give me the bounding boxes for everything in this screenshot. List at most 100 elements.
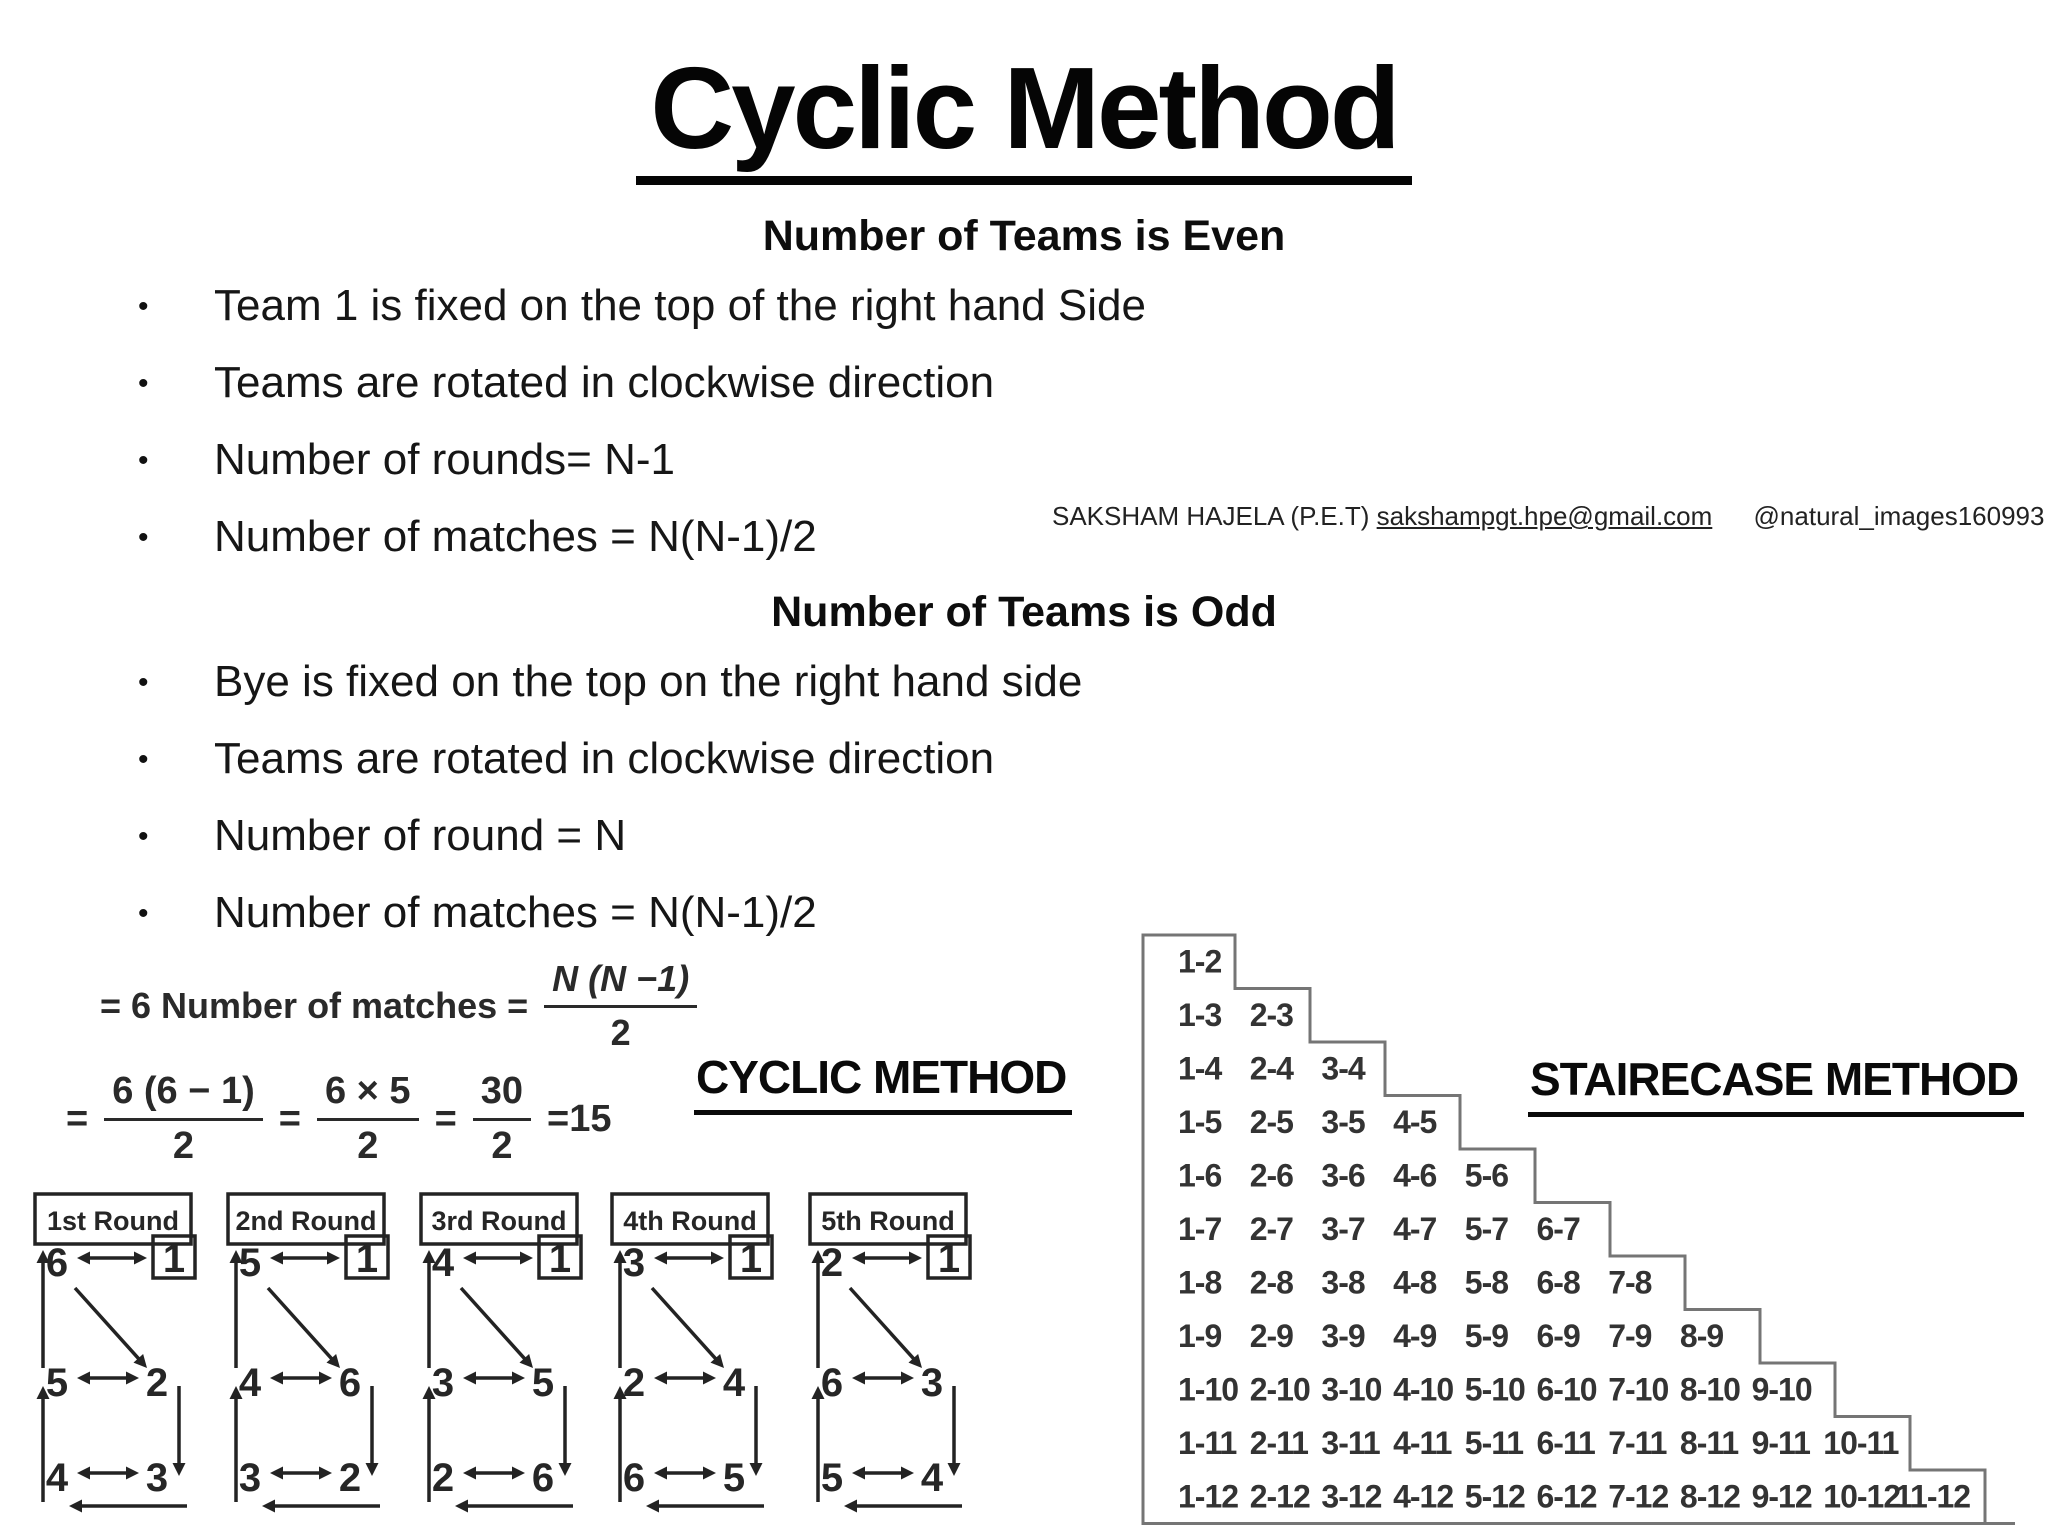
match-pair: 8-12 (1680, 1479, 1740, 1515)
team-number-bottom-left: 4 (46, 1456, 69, 1500)
team-number-mid-left: 2 (623, 1361, 645, 1405)
formula-operator: = (434, 1097, 457, 1140)
team-number-top-left: 5 (239, 1241, 261, 1285)
team-number-mid-right: 4 (723, 1361, 746, 1405)
team-number-mid-right: 5 (532, 1361, 554, 1405)
team-number-top-left: 6 (46, 1241, 68, 1285)
match-pair: 1-6 (1178, 1158, 1221, 1194)
fixed-team-number: 1 (356, 1237, 378, 1281)
fraction-numerator: 6 × 5 (316, 1070, 419, 1121)
fraction-numerator: 30 (472, 1070, 532, 1121)
bullet-item: •Number of matches = N(N-1)/2 (138, 891, 1318, 937)
team-number-bottom-right: 6 (532, 1456, 554, 1500)
team-number-mid-left: 5 (46, 1361, 68, 1405)
fraction: 6 (6 − 1)2 (104, 1070, 263, 1168)
round-title-box (808, 1192, 968, 1246)
match-pair: 7-8 (1608, 1265, 1651, 1301)
round-title-box (33, 1192, 193, 1246)
match-pair: 6-10 (1537, 1372, 1597, 1408)
bullet-text: Team 1 is fixed on the top of the right … (214, 281, 1146, 330)
match-pair: 3-8 (1321, 1265, 1364, 1301)
bullet-item: •Team 1 is fixed on the top of the right… (138, 284, 1318, 330)
match-pair: 4-5 (1393, 1104, 1436, 1140)
formula-operator: = (66, 1097, 89, 1140)
team-number-mid-left: 6 (821, 1361, 843, 1405)
page-title: Cyclic Method (0, 43, 2048, 185)
watermark-email-link[interactable]: sakshampgt.hpe@gmail.com (1376, 501, 1713, 531)
watermark-author: SAKSHAM HAJELA (P.E.T) (1052, 501, 1370, 531)
team-number-top-left: 3 (623, 1241, 645, 1285)
bullet-marker: • (138, 897, 149, 930)
match-pair: 3-10 (1321, 1372, 1381, 1408)
team-number-top-left: 2 (821, 1241, 843, 1285)
match-pair: 9-12 (1752, 1479, 1812, 1515)
match-pair: 8-10 (1680, 1372, 1740, 1408)
match-pair: 2-6 (1250, 1158, 1293, 1194)
bullet-text: Number of matches = N(N-1)/2 (214, 512, 817, 561)
bullet-marker: • (138, 444, 149, 477)
team-number-bottom-left: 2 (432, 1456, 454, 1500)
match-pair: 8-9 (1680, 1318, 1723, 1354)
bullet-list-odd: • Bye is fixed on the top on the right ha… (138, 660, 1318, 968)
bullet-marker: • (138, 367, 149, 400)
match-pair: 4-7 (1393, 1211, 1436, 1247)
match-pair: 3-5 (1321, 1104, 1364, 1140)
match-pair: 2-5 (1250, 1104, 1293, 1140)
match-pair: 3-9 (1321, 1318, 1364, 1354)
match-pair: 6-9 (1537, 1318, 1580, 1354)
fraction: N (N −1)2 (544, 958, 698, 1054)
cyclic-method-label: CYCLIC METHOD (694, 1050, 1073, 1115)
match-pair: 2-12 (1250, 1479, 1310, 1515)
fixed-team-number: 1 (549, 1237, 571, 1281)
bullet-item: • Number of matches = N(N-1)/2 (138, 515, 1318, 561)
bullet-marker: • (138, 521, 149, 554)
match-pair: 5-8 (1465, 1265, 1508, 1301)
fraction-denominator: 2 (610, 1012, 631, 1053)
match-pair: 3-12 (1321, 1479, 1381, 1515)
staircase-step-border (1141, 933, 2048, 1525)
bullet-item: •Number of round = N (138, 814, 1318, 860)
fixed-team-box (537, 1234, 583, 1280)
bullet-text: Number of round = N (214, 811, 627, 860)
bullet-item: •Bye is fixed on the top on the right ha… (138, 660, 1318, 706)
fixed-team-number: 1 (163, 1237, 185, 1281)
fixed-team-box (926, 1234, 972, 1280)
match-pair: 9-11 (1752, 1425, 1810, 1461)
bullet-text: Bye is fixed on the top on the right han… (214, 657, 1083, 706)
match-pair: 2-9 (1250, 1318, 1293, 1354)
match-pair: 3-11 (1321, 1425, 1379, 1461)
fraction-denominator: 2 (491, 1125, 513, 1167)
fraction-numerator: 6 (6 − 1) (104, 1070, 263, 1121)
round-title: 3rd Round (432, 1206, 567, 1236)
match-pair: 2-8 (1250, 1265, 1293, 1301)
match-pair: 5-11 (1465, 1425, 1523, 1461)
match-pair: 8-11 (1680, 1425, 1738, 1461)
match-pair: 6-12 (1537, 1479, 1597, 1515)
team-number-mid-right: 2 (146, 1361, 168, 1405)
fixed-team-box (728, 1234, 774, 1280)
match-pair: 11-12 (1895, 1479, 1970, 1515)
match-pair: 2-10 (1250, 1372, 1310, 1408)
page-title-text: Cyclic Method (636, 43, 1412, 185)
match-pair: 1-8 (1178, 1265, 1221, 1301)
bullet-list-even: • Team 1 is fixed on the top of the right… (138, 284, 1318, 592)
match-pair: 6-8 (1537, 1265, 1580, 1301)
bullet-text: Number of rounds= N-1 (214, 435, 675, 484)
match-pair: 2-7 (1250, 1211, 1293, 1247)
bullet-item: •Teams are rotated in clockwise directio… (138, 361, 1318, 407)
match-pair: 2-4 (1250, 1051, 1294, 1087)
match-pair: 7-12 (1608, 1479, 1668, 1515)
round-title: 4th Round (623, 1206, 756, 1236)
formula-block: = 6 Number of matches =N (N −1)2 =6 (6 −… (58, 958, 698, 1168)
match-pair: 9-10 (1752, 1372, 1812, 1408)
match-pair: 10-12 (1823, 1479, 1900, 1515)
